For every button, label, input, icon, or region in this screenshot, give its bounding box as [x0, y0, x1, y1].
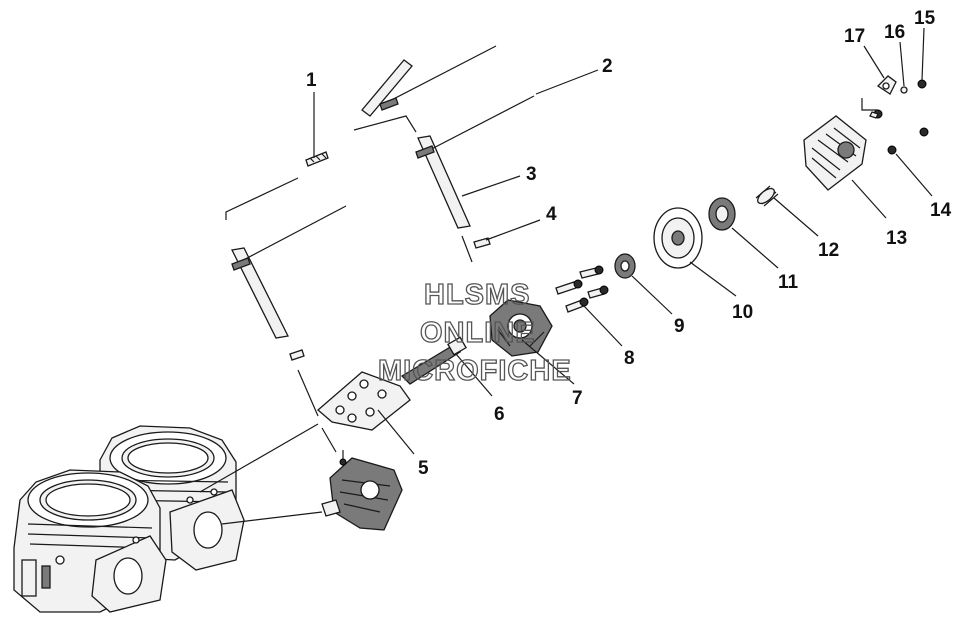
callout-16: 16	[884, 22, 905, 43]
callout-7: 7	[572, 388, 583, 409]
cover-bolts	[869, 109, 929, 155]
callout-11: 11	[778, 272, 799, 293]
pump-housing	[489, 299, 553, 357]
callout-4: 4	[546, 204, 557, 225]
watermark-line-3: MICROFICHE	[378, 355, 572, 387]
engine-cylinder-block	[13, 425, 245, 613]
callout-12: 12	[818, 240, 839, 261]
callout-8: 8	[624, 348, 635, 369]
leader-lines	[199, 27, 933, 525]
base-plate	[317, 371, 411, 431]
callout-9: 9	[674, 316, 685, 337]
pump-cover	[803, 115, 867, 191]
callout-17: 17	[844, 26, 865, 47]
watermark-line-2: ONLINE	[420, 317, 536, 349]
diaphragm	[653, 207, 703, 269]
callout-labels: 1 2 3 4 5 6 7 8 9 10 11 12 13 14 15 16 1…	[306, 8, 952, 479]
bracket-nut-screw	[861, 75, 927, 111]
callout-2: 2	[602, 56, 613, 77]
callout-10: 10	[732, 302, 753, 323]
watermark-line-1: HLSMS	[424, 279, 531, 311]
callout-3: 3	[526, 164, 537, 185]
seal-washer	[614, 253, 636, 279]
hose-fitting	[400, 336, 467, 385]
pushrods-and-cables	[231, 45, 535, 361]
watermark: HLSMS ONLINE MICROFICHE	[377, 278, 572, 387]
screw-set	[555, 265, 609, 313]
callout-15: 15	[914, 8, 936, 29]
diaphragm-plate	[708, 197, 736, 231]
pump-body-lower	[321, 450, 403, 531]
spring	[755, 185, 779, 207]
callout-13: 13	[886, 228, 907, 249]
callout-14: 14	[930, 200, 952, 221]
callout-1: 1	[306, 70, 317, 91]
callout-6: 6	[494, 404, 505, 425]
callout-5: 5	[418, 458, 429, 479]
